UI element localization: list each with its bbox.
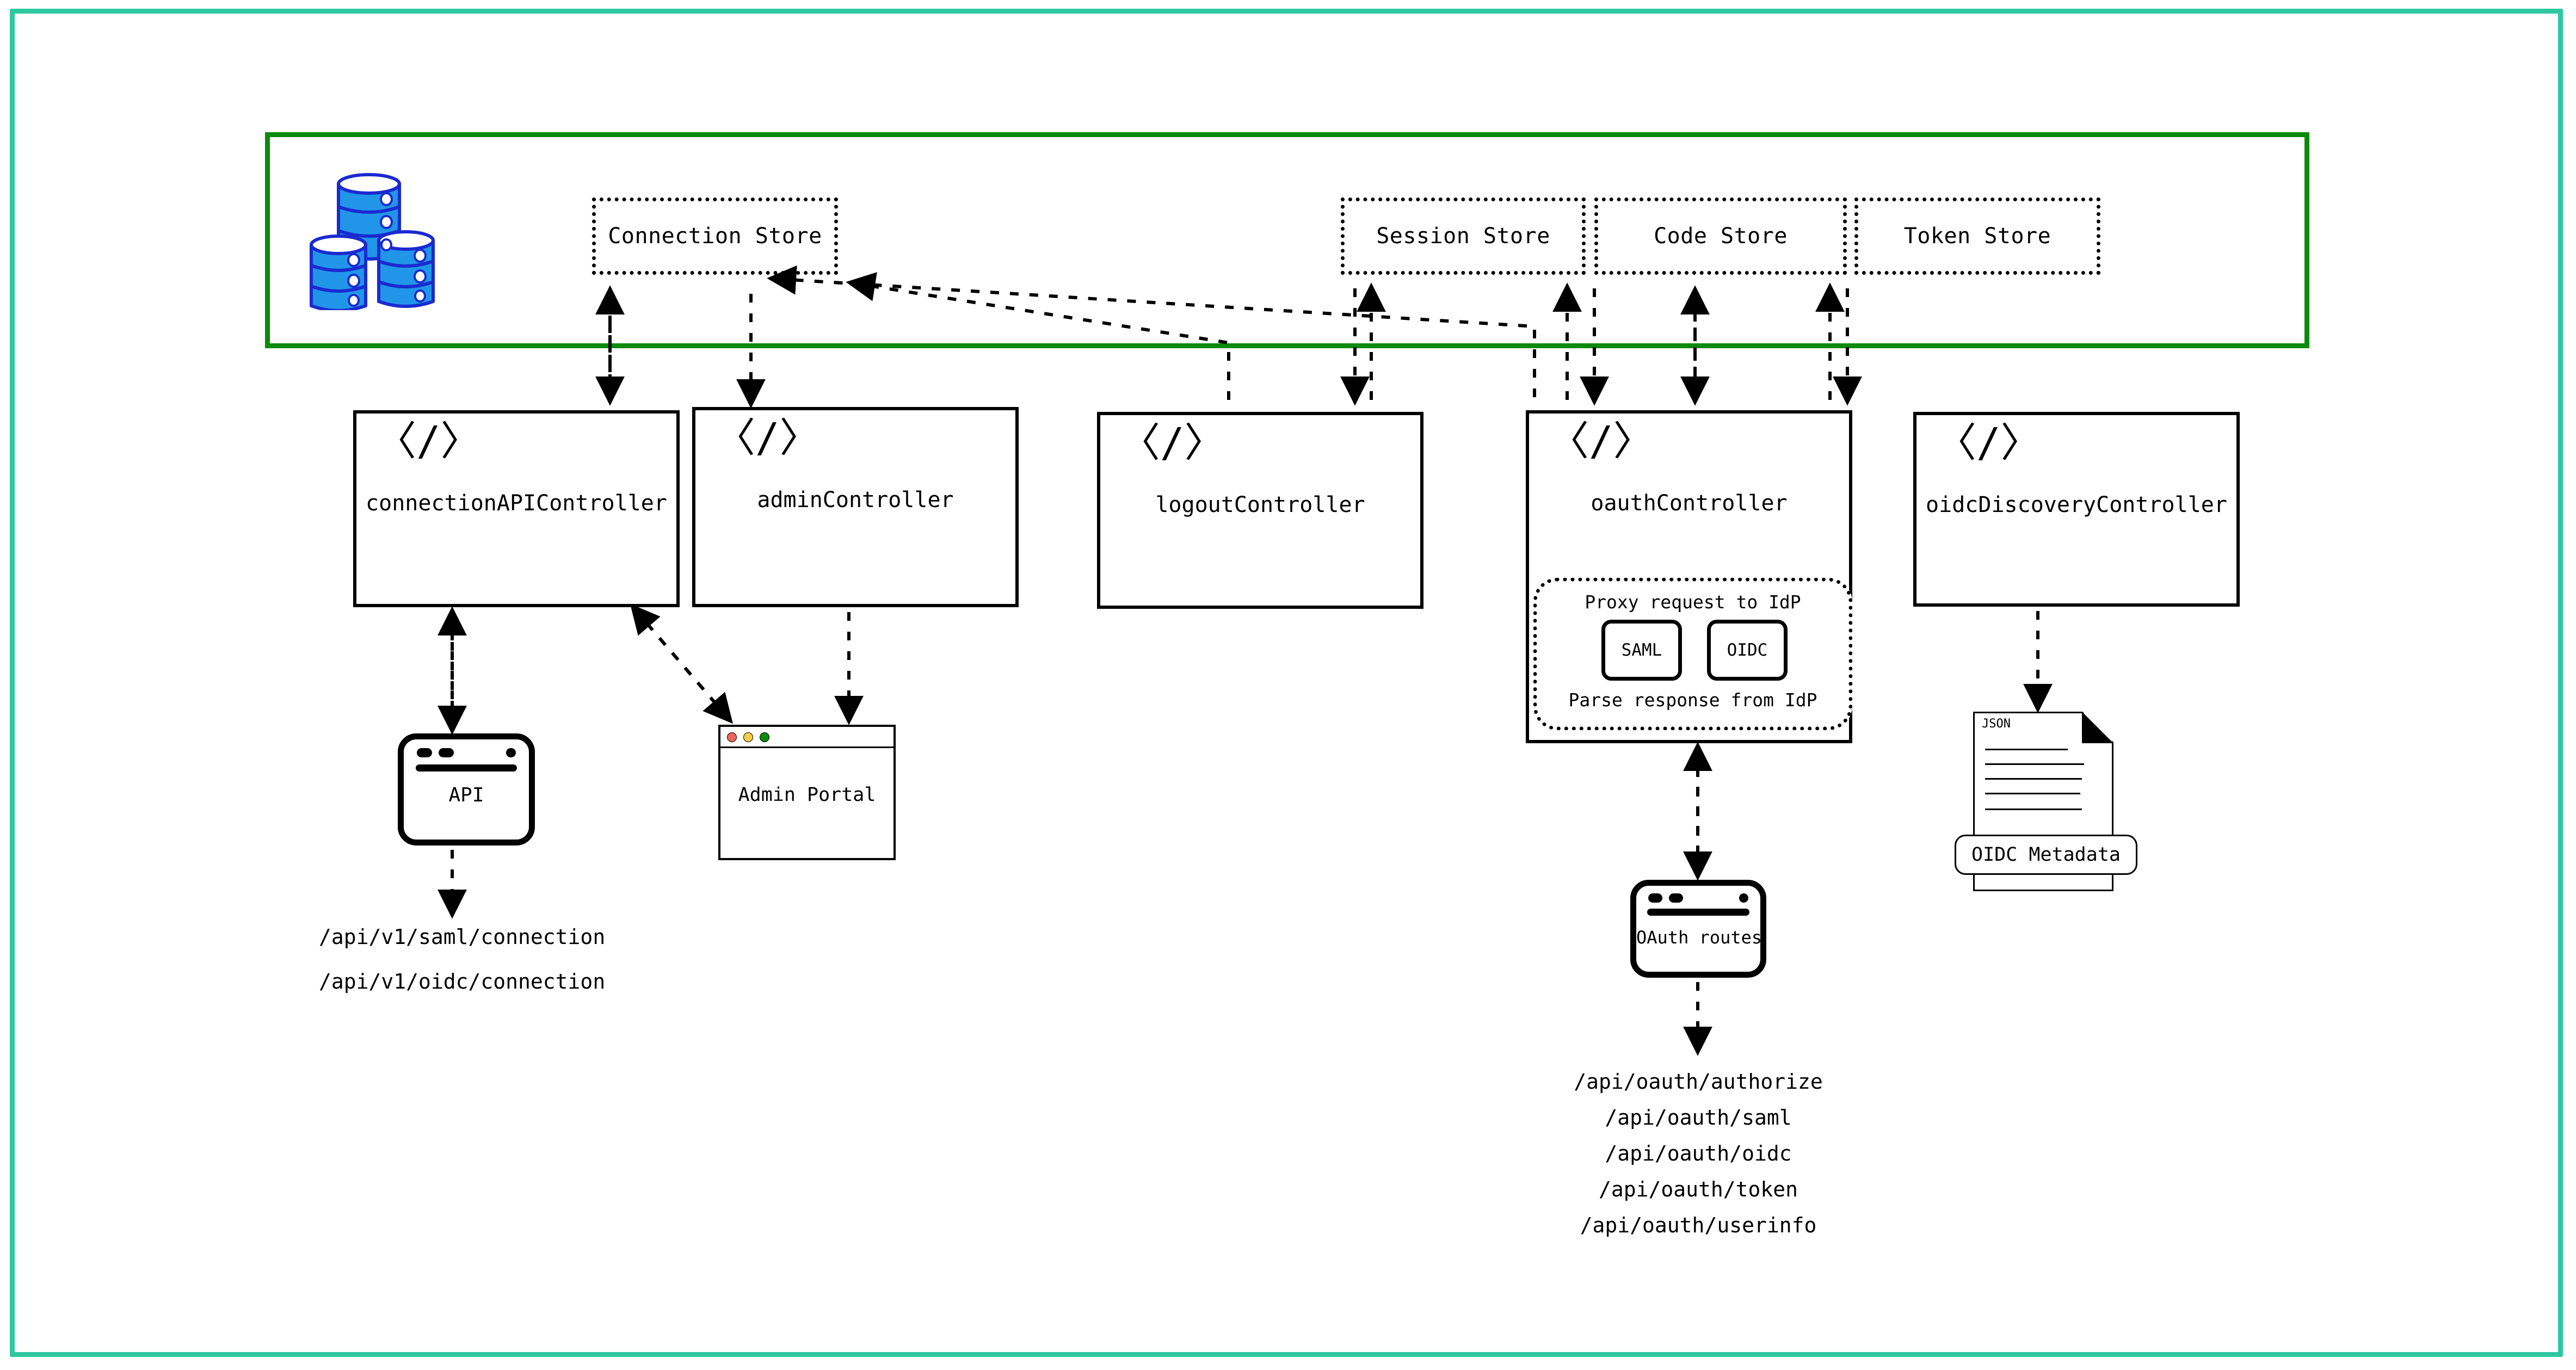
oauth-routes-label: OAuth routes [1636, 927, 1762, 948]
admin-portal-window[interactable]: Admin Portal [718, 725, 896, 860]
saml-button[interactable]: SAML [1601, 620, 1682, 681]
logout-controller[interactable]: 〈/〉 logoutController [1097, 412, 1423, 609]
token-store[interactable]: Token Store [1854, 198, 2100, 275]
code-store-label: Code Store [1654, 224, 1788, 249]
code-icon: 〈/〉 [715, 415, 820, 461]
code-icon: 〈/〉 [376, 418, 481, 465]
parse-response-caption: Parse response from IdP [1568, 689, 1817, 711]
oauth-path-3: /api/oauth/oidc [1605, 1141, 1792, 1165]
code-icon: 〈/〉 [1549, 418, 1654, 465]
connection-api-controller-label: connectionAPIController [366, 491, 667, 516]
outer-accent-frame [10, 9, 2563, 1357]
code-icon: 〈/〉 [1936, 419, 2041, 466]
traffic-light-yellow-icon [743, 732, 753, 742]
oidc-button[interactable]: OIDC [1707, 620, 1788, 681]
code-icon: 〈/〉 [1120, 419, 1225, 466]
admin-portal-label: Admin Portal [738, 784, 876, 806]
device-dot-icon [439, 748, 454, 757]
oidc-discovery-controller[interactable]: 〈/〉 oidcDiscoveryController [1913, 412, 2240, 607]
oauth-path-1: /api/oauth/authorize [1574, 1070, 1823, 1094]
admin-controller[interactable]: 〈/〉 adminController [692, 407, 1019, 607]
code-store[interactable]: Code Store [1594, 198, 1847, 275]
logout-controller-label: logoutController [1155, 492, 1365, 517]
saml-button-label: SAML [1621, 640, 1662, 660]
device-bar-icon [416, 764, 517, 772]
oauth-routes-node[interactable]: OAuth routes [1630, 880, 1766, 978]
connection-store[interactable]: Connection Store [592, 198, 838, 275]
oauth-path-5: /api/oauth/userinfo [1580, 1213, 1817, 1237]
json-label: JSON [1982, 717, 2011, 731]
traffic-light-green-icon [760, 732, 769, 742]
device-dot-icon [1648, 893, 1662, 903]
oauth-path-2: /api/oauth/saml [1605, 1106, 1792, 1130]
api-node[interactable]: API [398, 733, 535, 846]
proxy-request-caption: Proxy request to IdP [1585, 591, 1801, 613]
device-dot-icon [1739, 893, 1748, 903]
session-store-label: Session Store [1376, 224, 1550, 249]
token-store-label: Token Store [1903, 224, 2051, 249]
browser-chrome [720, 727, 893, 748]
oauth-controller-label: oauthController [1591, 491, 1788, 516]
connection-api-path-2: /api/v1/oidc/connection [319, 970, 606, 993]
oauth-path-4: /api/oauth/token [1598, 1177, 1798, 1201]
database-cluster-icon [305, 163, 441, 312]
oidc-metadata-chip[interactable]: OIDC Metadata [1955, 835, 2137, 875]
session-store[interactable]: Session Store [1341, 198, 1586, 275]
traffic-light-red-icon [727, 732, 737, 742]
connection-store-label: Connection Store [608, 224, 822, 249]
admin-controller-label: adminController [757, 487, 954, 513]
oauth-path-list: /api/oauth/authorize /api/oauth/saml /ap… [1508, 1064, 1889, 1243]
connection-api-path-1: /api/v1/saml/connection [319, 925, 606, 949]
connection-api-controller[interactable]: 〈/〉 connectionAPIController [353, 410, 680, 607]
api-node-label: API [448, 784, 484, 806]
device-dot-icon [1669, 893, 1683, 903]
document-fold-icon [2082, 712, 2113, 743]
device-dot-icon [506, 748, 516, 757]
device-bar-icon [1647, 909, 1749, 916]
device-dot-icon [417, 748, 432, 757]
oidc-discovery-controller-label: oidcDiscoveryController [1926, 492, 2227, 517]
idp-proxy-panel: Proxy request to IdP SAML OIDC Parse res… [1533, 578, 1852, 730]
oidc-button-label: OIDC [1727, 640, 1768, 660]
oidc-metadata-label: OIDC Metadata [1971, 844, 2121, 866]
